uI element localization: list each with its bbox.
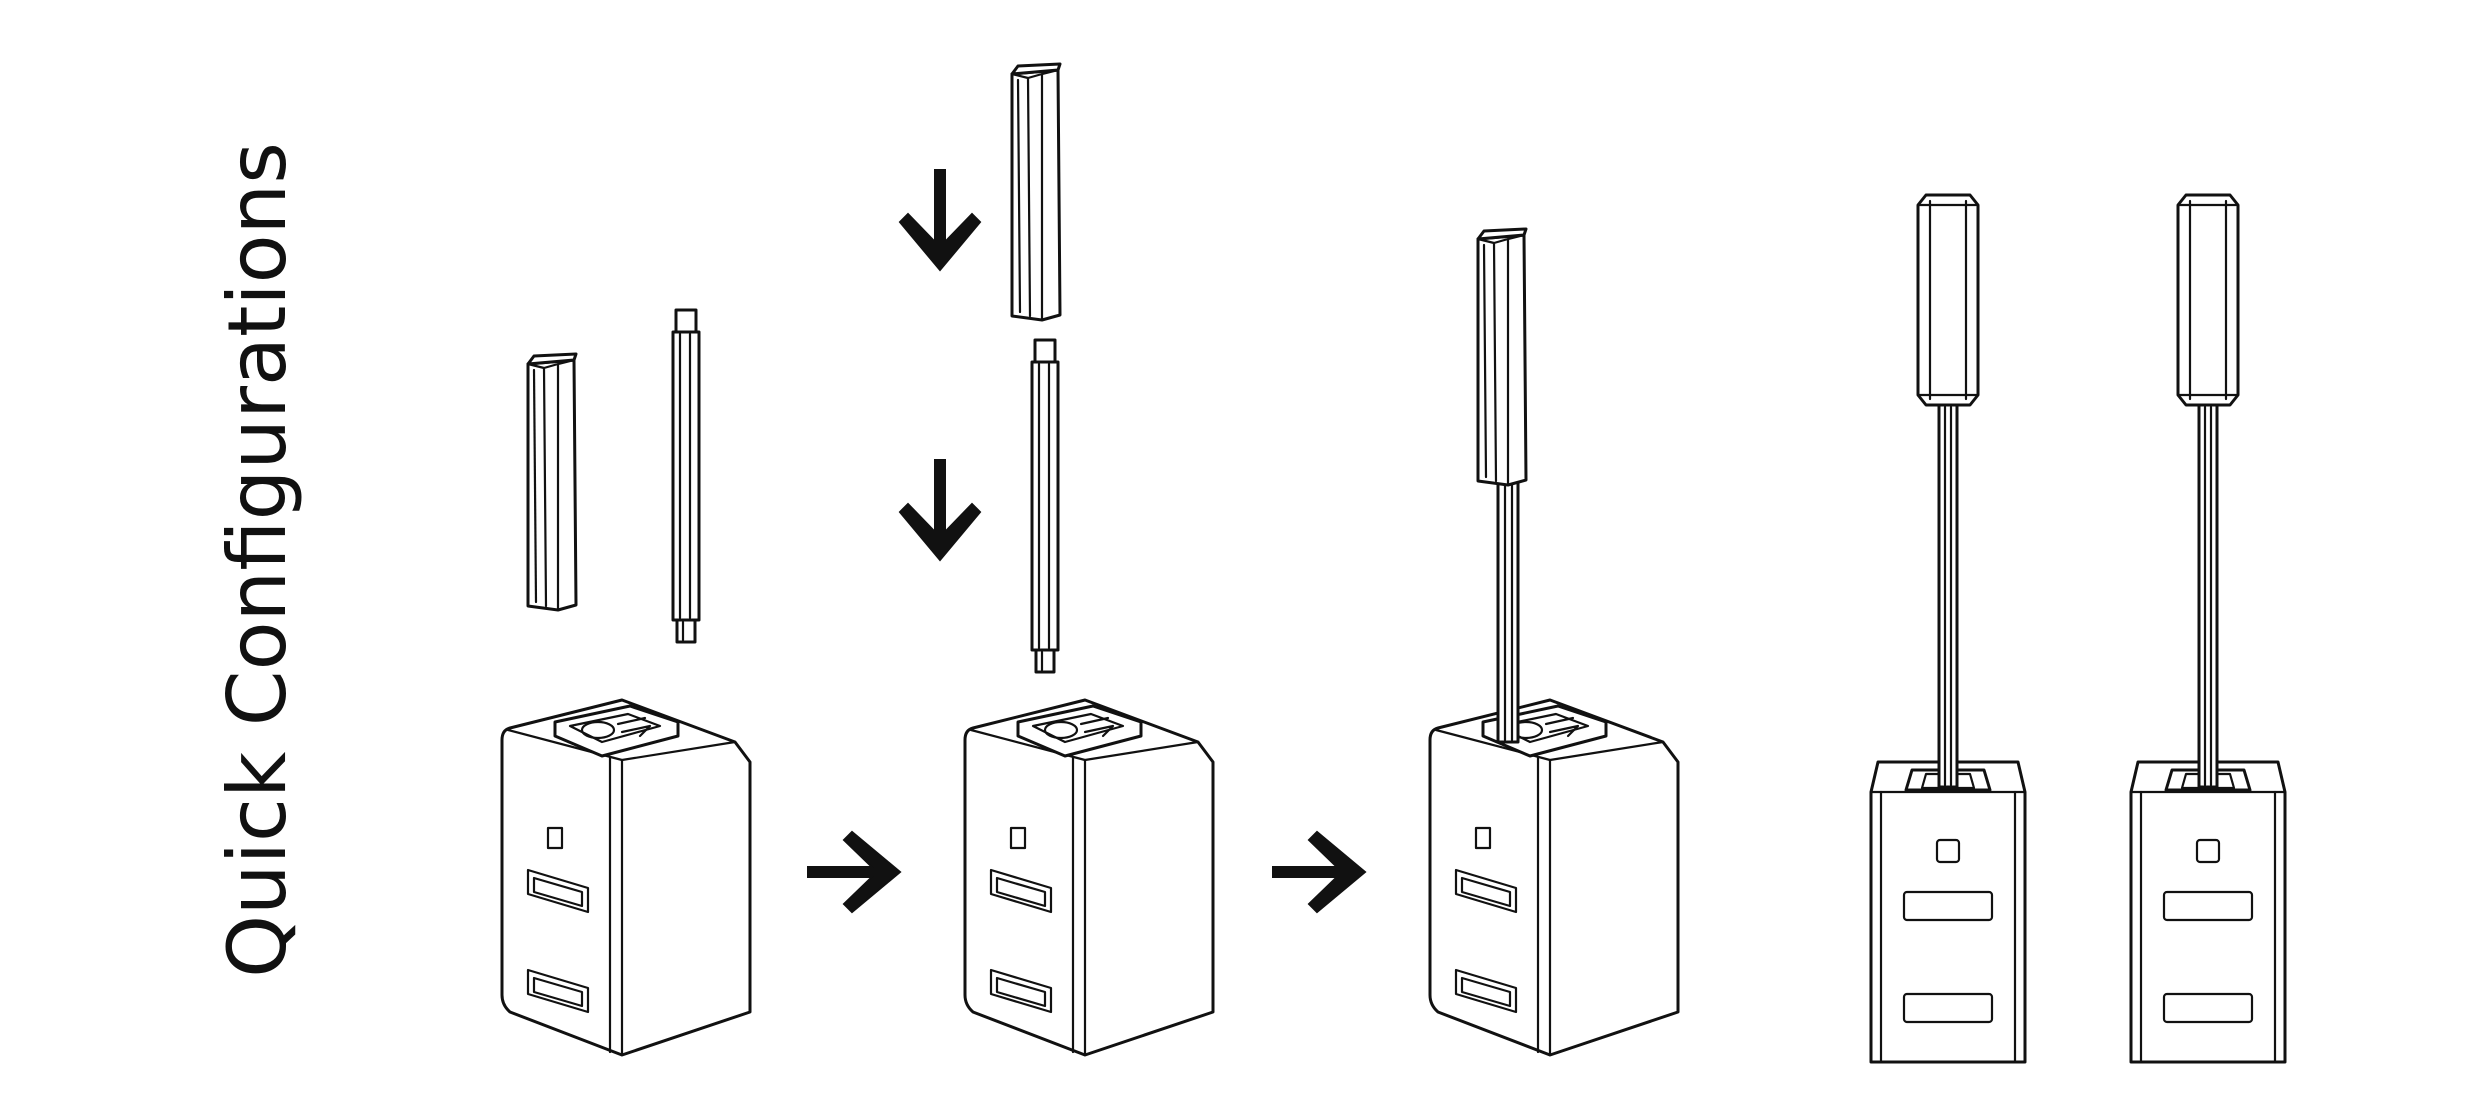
step-2-assembly bbox=[899, 62, 1215, 1057]
spacer-pole bbox=[1496, 468, 1520, 744]
column-speaker bbox=[2176, 193, 2240, 407]
arrow-right-icon bbox=[807, 831, 901, 913]
spacer-pole bbox=[1030, 338, 1060, 674]
step-4-front-view bbox=[1869, 193, 2027, 1064]
step-3-assembled bbox=[1428, 227, 1680, 1057]
step-1-components bbox=[500, 308, 752, 1057]
column-speaker bbox=[1916, 193, 1980, 407]
page-title: Quick Configurations bbox=[211, 142, 304, 978]
spacer-pole bbox=[671, 308, 701, 644]
step-4-front-view bbox=[2129, 193, 2287, 1064]
column-speaker bbox=[1476, 227, 1528, 487]
subwoofer-base bbox=[500, 698, 752, 1057]
arrow-down-icon bbox=[899, 459, 981, 561]
subwoofer-base bbox=[963, 698, 1215, 1057]
arrow-down-icon bbox=[899, 169, 981, 271]
spacer-pole bbox=[1937, 403, 1959, 789]
subwoofer-base bbox=[2129, 760, 2287, 1064]
subwoofer-base bbox=[1869, 760, 2027, 1064]
arrow-right-icon bbox=[1272, 831, 1366, 913]
subwoofer-base bbox=[1428, 698, 1680, 1057]
spacer-pole bbox=[2197, 403, 2219, 789]
column-speaker bbox=[526, 352, 578, 612]
column-speaker bbox=[1010, 62, 1062, 322]
